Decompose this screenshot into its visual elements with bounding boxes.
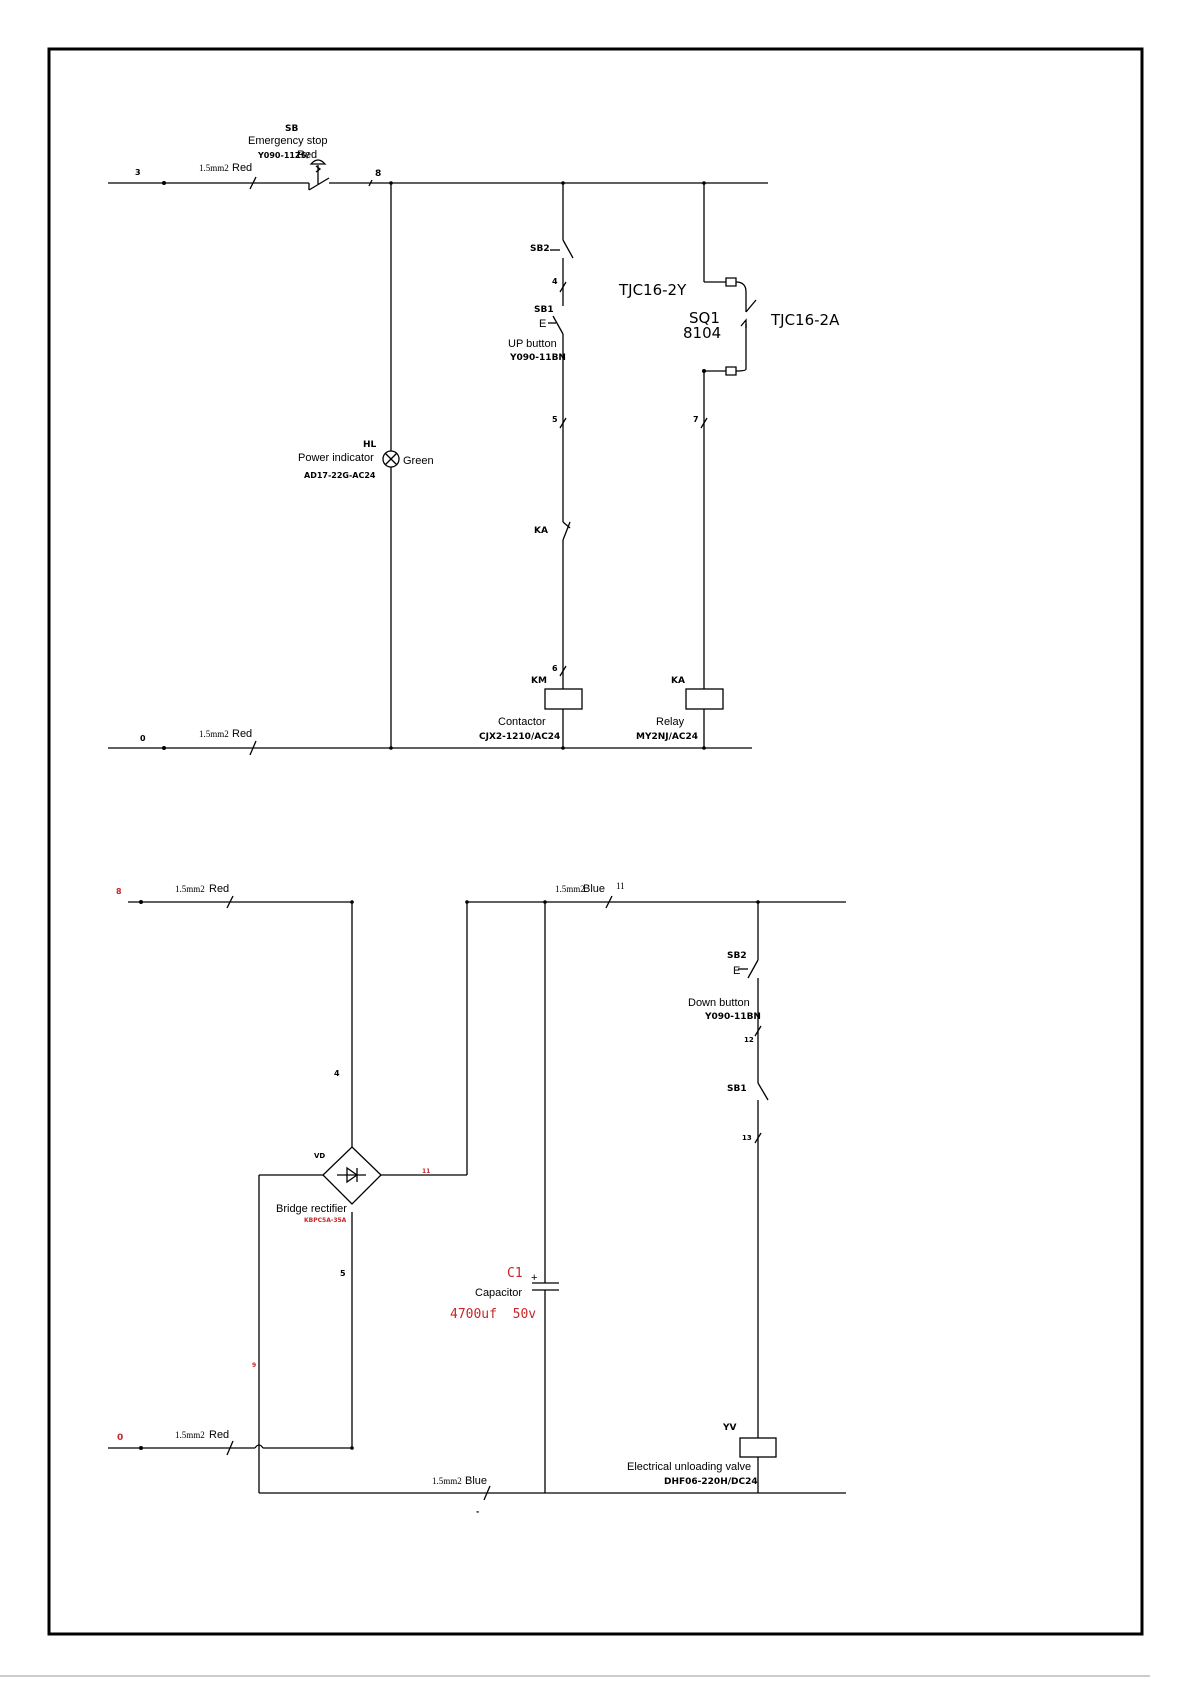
wire-5-label: 5: [552, 415, 558, 424]
valve-top-wire-color: Red: [209, 883, 229, 895]
blue-top-wire-spec: 1.5mm2: [555, 884, 585, 894]
top-wire-color: Red: [232, 162, 252, 174]
top-wire-spec: 1.5mm2: [199, 163, 229, 173]
down-button-name: Down button: [688, 997, 750, 1009]
relay-name: Relay: [656, 716, 685, 728]
emergency-stop-name: Emergency stop: [248, 135, 327, 147]
valve-bottom-wire-color: Red: [209, 1429, 229, 1441]
down-sb2-tag: SB2: [727, 951, 747, 961]
valve-node-8: 8: [116, 887, 122, 896]
emergency-stop-tag: SB: [285, 124, 298, 134]
blue-bottom-rail: [259, 1485, 846, 1501]
relay-model: MY2NJ/AC24: [636, 732, 698, 742]
up-button-name: UP button: [508, 338, 557, 350]
valve-model: DHF06-220H/DC24: [664, 1477, 758, 1487]
wire-6-label: 6: [552, 664, 558, 673]
blue-bottom-wire-color: Blue: [465, 1475, 487, 1487]
km-tag: KM: [531, 676, 547, 686]
capacitor-value: 4700uf 50v: [450, 1307, 536, 1322]
contactor-branch-wire: [544, 181, 583, 748]
power-indicator-name: Power indicator: [298, 452, 374, 464]
valve-top-wire-spec: 1.5mm2: [175, 884, 205, 894]
down-branch-wire: [738, 902, 777, 1493]
sb1-tag: SB1: [534, 305, 554, 315]
bridge-rectifier: [258, 900, 469, 1493]
valve-circuit: 8 1.5mm2 Red 4 5 0 1.5mm2 Red VD B: [108, 881, 846, 1516]
ka-relay-tag: KA: [671, 676, 685, 686]
bottom-rail-wire: [108, 740, 752, 756]
capacitor-name: Capacitor: [475, 1287, 522, 1299]
sb2-tag: SB2: [530, 244, 550, 254]
emergency-stop-model: Y090-11ZS/: [257, 151, 310, 160]
sheet-border: [47, 47, 1144, 1636]
down-button-model: Y090-11BN: [704, 1012, 761, 1022]
yv-tag: YV: [722, 1423, 737, 1433]
wire-7-label: 7: [693, 415, 699, 424]
power-indicator-model: AD17-22G-AC24: [304, 471, 376, 480]
down-sb1-tag: SB1: [727, 1084, 747, 1094]
valve-wire-9-red: 9: [252, 1362, 256, 1369]
up-button-model: Y090-11BN: [509, 353, 566, 363]
rectifier-name: Bridge rectifier: [276, 1203, 347, 1215]
down-wire-13: 13: [742, 1134, 752, 1142]
valve-name: Electrical unloading valve: [627, 1461, 751, 1473]
node-0-label: 0: [140, 734, 146, 743]
input-wire-0: [108, 1440, 352, 1456]
top-rail-wire: [108, 176, 768, 190]
connector-tjc16-2a: TJC16-2A: [770, 311, 840, 329]
contactor-model: CJX2-1210/AC24: [479, 732, 560, 742]
sq1-model: 8104: [683, 324, 721, 342]
capacitor-tag: C1: [507, 1266, 523, 1281]
valve-wire-5: 5: [340, 1269, 346, 1278]
power-indicator-lamp: [382, 181, 400, 748]
valve-wire-4: 4: [334, 1069, 340, 1078]
down-sb2-e: E: [733, 965, 740, 977]
capacitor-plus: +: [531, 1272, 537, 1284]
sq1-tag: SQ1: [689, 309, 720, 327]
blue-bottom-wire-spec: 1.5mm2: [432, 1476, 462, 1486]
capacitor-c1: [532, 902, 559, 1493]
node-3-label: 3: [135, 168, 141, 177]
emergency-stop-switch: [308, 159, 330, 191]
valve-wire-11-red: 11: [422, 1168, 430, 1175]
blue-top-rail: [467, 895, 846, 909]
power-indicator-tag: HL: [363, 440, 377, 450]
control-circuit: 3 1.5mm2 Red SB Emergency stop Y090-11ZS…: [108, 124, 840, 756]
sb1-e-label: E: [539, 318, 546, 330]
relay-branch-wire: [685, 181, 757, 748]
valve-node-0: 0: [117, 1433, 123, 1443]
node-8-label: 8: [375, 169, 381, 179]
ka-contact-tag: KA: [534, 526, 548, 536]
input-wire-8: [128, 895, 354, 1450]
emergency-stop-color: Red: [297, 149, 317, 161]
valve-bottom-wire-spec: 1.5mm2: [175, 1430, 205, 1440]
rectifier-tag: VD: [314, 1152, 325, 1160]
bottom-wire-spec: 1.5mm2: [199, 729, 229, 739]
connector-tjc16-2y: TJC16-2Y: [618, 281, 687, 299]
power-indicator-color: Green: [403, 455, 434, 467]
rectifier-model: KBPC5A-35A: [304, 1217, 347, 1224]
wire-4-label: 4: [552, 277, 558, 286]
blue-wire-11: 11: [616, 881, 625, 891]
blue-top-wire-color: Blue: [583, 883, 605, 895]
contactor-name: Contactor: [498, 716, 546, 728]
stray-mark: -: [476, 1507, 479, 1516]
bottom-wire-color: Red: [232, 728, 252, 740]
down-wire-12: 12: [744, 1036, 754, 1044]
